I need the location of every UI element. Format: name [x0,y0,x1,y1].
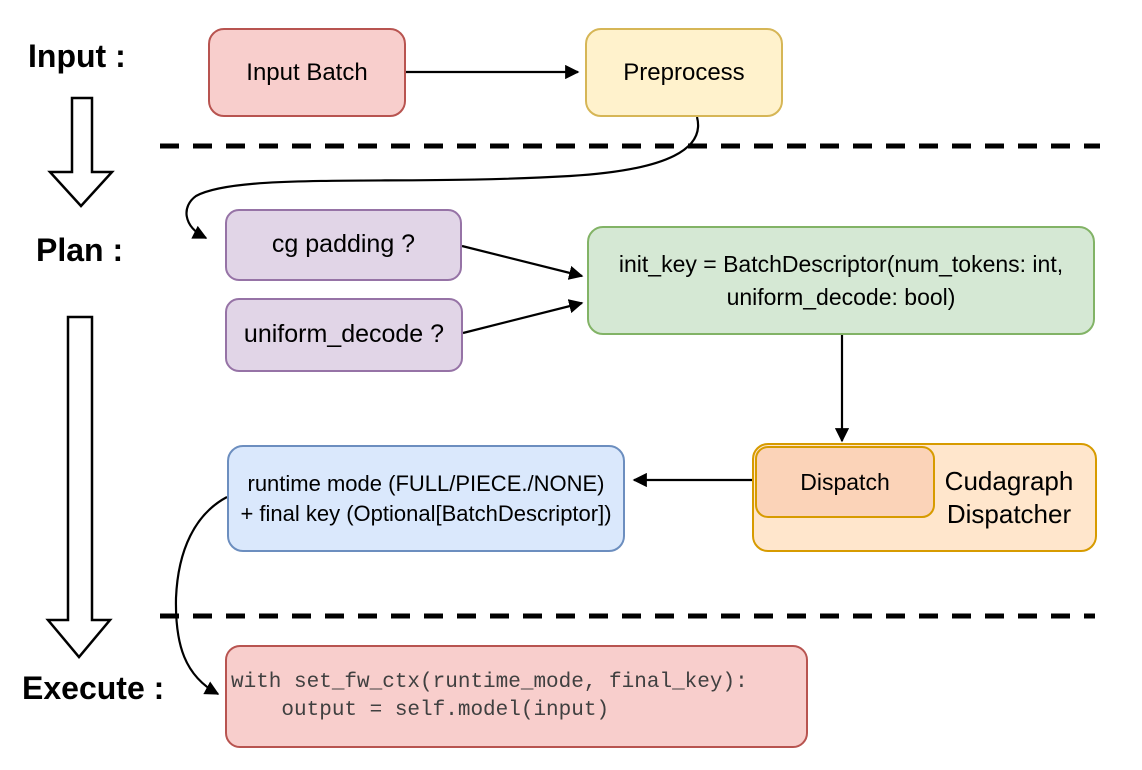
node-dispatch: Dispatch [755,446,935,518]
node-input-batch: Input Batch [208,28,406,117]
dispatcher-label-line2: Dispatcher [946,498,1072,529]
runtime-mode-line1: runtime mode (FULL/PIECE./NONE) [247,470,605,496]
plan-stage-down-arrow [45,315,113,659]
input-stage-down-arrow [47,96,115,208]
node-uniform-decode: uniform_decode ? [225,298,463,372]
stage-label-input: Input : [28,38,126,74]
arrow-runtime-to-execute [174,496,228,695]
node-cg-padding: cg padding ? [225,209,462,281]
node-execute-code: with set_fw_ctx(runtime_mode, final_key)… [225,645,808,748]
arrow-cgpadding-to-initkey [461,244,584,280]
node-preprocess: Preprocess [585,28,783,117]
cudagraph-dispatcher-label: Cudagraph Dispatcher [925,445,1093,550]
node-runtime-mode: runtime mode (FULL/PIECE./NONE) + final … [227,445,625,552]
node-cudagraph-dispatcher: Dispatch Cudagraph Dispatcher [752,443,1097,552]
dispatcher-label-line1: Cudagraph [944,465,1074,496]
stage-label-plan: Plan : [36,232,124,268]
arrow-uniformdecode-to-initkey [462,299,584,335]
init-key-line1: init_key = BatchDescriptor(num_tokens: i… [618,250,1064,277]
runtime-mode-line2: + final key (Optional[BatchDescriptor]) [240,500,612,526]
execute-code-line2: output = self.model(input) [231,698,610,722]
execute-code-line1: with set_fw_ctx(runtime_mode, final_key)… [231,670,748,694]
init-key-line2: uniform_decode: bool) [726,283,956,310]
arrow-preprocess-to-cgpadding [185,116,700,239]
node-init-key: init_key = BatchDescriptor(num_tokens: i… [587,226,1095,335]
stage-label-execute: Execute : [22,670,165,706]
